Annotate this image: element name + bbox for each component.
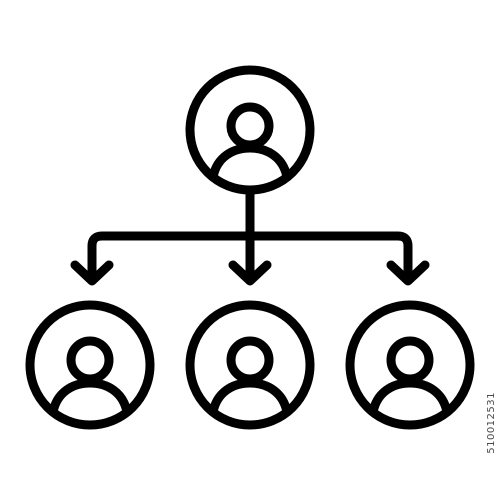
center-arrow-icon xyxy=(228,260,272,286)
top-person-body xyxy=(208,143,292,182)
top-node-circle xyxy=(185,65,315,195)
right-arrow-icon xyxy=(386,260,430,286)
right-person-node xyxy=(345,300,475,430)
left-arrow-icon xyxy=(70,260,114,286)
center-node-circle xyxy=(185,300,315,430)
center-person-head xyxy=(226,336,274,384)
right-branch-line xyxy=(245,231,413,282)
left-person-node xyxy=(25,300,155,430)
top-person-node xyxy=(185,65,315,195)
top-person-head xyxy=(226,102,274,150)
arrowheads xyxy=(70,260,430,286)
right-node-circle xyxy=(345,300,475,430)
connector-lines xyxy=(87,189,413,282)
right-person-head xyxy=(386,336,434,384)
stock-id-label: 510012531 xyxy=(486,392,497,454)
left-person-head xyxy=(66,336,114,384)
left-branch-line xyxy=(87,231,255,282)
left-person-body xyxy=(48,378,132,417)
center-person-body xyxy=(208,378,292,417)
center-person-node xyxy=(185,300,315,430)
left-node-circle xyxy=(25,300,155,430)
right-person-body xyxy=(368,378,452,417)
